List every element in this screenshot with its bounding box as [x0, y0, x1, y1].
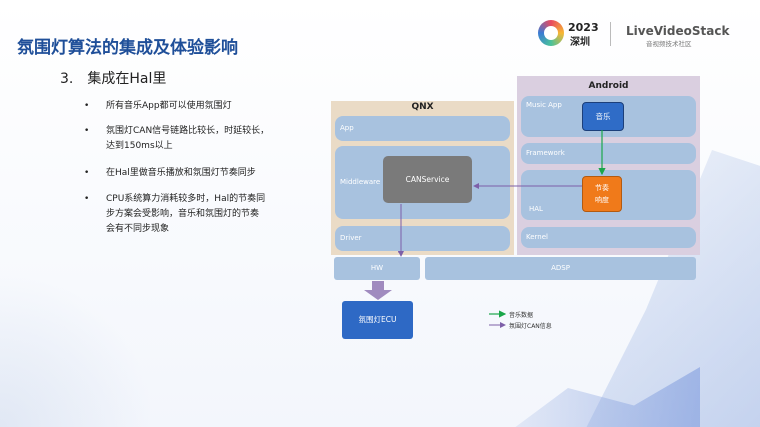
section-title: 集成在Hal里	[87, 71, 167, 87]
hal-label: HAL	[529, 205, 543, 213]
bullet-item: • 所有音乐App都可以使用氛围灯	[84, 99, 232, 114]
brand-subtitle: 音视频技术社区	[646, 40, 692, 48]
hw-label: HW	[370, 264, 384, 272]
conference-logo-icon	[538, 20, 564, 46]
qnx-app-label: App	[340, 124, 354, 132]
ambient-light-ecu-box: 氛围灯ECU	[342, 301, 413, 339]
slide-title: 氛围灯算法的集成及体验影响	[17, 38, 238, 58]
conference-logo: 2023 深圳	[538, 20, 602, 50]
bullet-text: 步方案会受影响，音乐和氛围灯的节奏	[106, 209, 260, 219]
section-number: 3.	[60, 71, 74, 87]
brand-logo: LiveVideoStack	[626, 24, 730, 38]
adsp-layer: ADSP	[425, 257, 696, 280]
music-box: 音乐	[582, 102, 624, 131]
logo-year: 2023	[568, 21, 599, 34]
adsp-label: ADSP	[551, 264, 570, 272]
rhythm-loudness-box: 节奏 响度	[582, 176, 622, 212]
qnx-title: QNX	[411, 102, 434, 112]
rhythm-label: 节奏	[595, 184, 609, 192]
bullet-text: 在Hal里做音乐播放和氛围灯节奏同步	[106, 168, 256, 178]
android-title: Android	[588, 81, 629, 91]
framework-label: Framework	[526, 149, 565, 157]
legend-can-info: 氛围灯CAN信息	[509, 323, 552, 330]
logo-divider	[610, 22, 611, 46]
kernel-label: Kernel	[526, 233, 548, 241]
qnx-driver-layer: Driver	[335, 226, 510, 251]
logo-city: 深圳	[570, 37, 590, 48]
bullet-item: • CPU系统算力消耗较多时，Hal的节奏同 步方案会受影响，音乐和氛围灯的节奏…	[84, 192, 266, 237]
bullet-item: • 在Hal里做音乐播放和氛围灯节奏同步	[84, 166, 256, 181]
hw-layer: HW	[334, 257, 420, 280]
bullet-text: 氛围灯CAN信号链路比较长，时延较长，	[106, 126, 270, 136]
qnx-driver-label: Driver	[340, 234, 362, 242]
android-kernel-layer: Kernel	[521, 227, 696, 248]
qnx-app-layer: App	[335, 116, 510, 141]
bullet-dot: •	[84, 168, 90, 178]
down-arrow-icon	[364, 281, 392, 300]
loudness-label: 响度	[595, 196, 609, 204]
bullet-text: 所有音乐App都可以使用氛围灯	[106, 101, 232, 111]
background-decoration-left	[0, 267, 150, 427]
legend-music-data: 音乐数据	[509, 312, 534, 319]
bullet-dot: •	[84, 101, 90, 111]
bullet-text: CPU系统算力消耗较多时，Hal的节奏同	[106, 194, 266, 204]
section-heading: 3. 集成在Hal里	[60, 68, 166, 88]
bullet-dot: •	[84, 194, 90, 204]
bullet-text: 达到150ms以上	[106, 141, 173, 151]
canservice-box: CANService	[383, 156, 472, 203]
qnx-middleware-label: Middleware	[340, 178, 381, 186]
bullet-item: • 氛围灯CAN信号链路比较长，时延较长， 达到150ms以上	[84, 124, 270, 154]
music-app-label: Music App	[526, 101, 562, 109]
bullet-dot: •	[84, 126, 90, 136]
android-framework-layer: Framework	[521, 143, 696, 164]
bullet-text: 会有不同步现象	[106, 224, 170, 234]
